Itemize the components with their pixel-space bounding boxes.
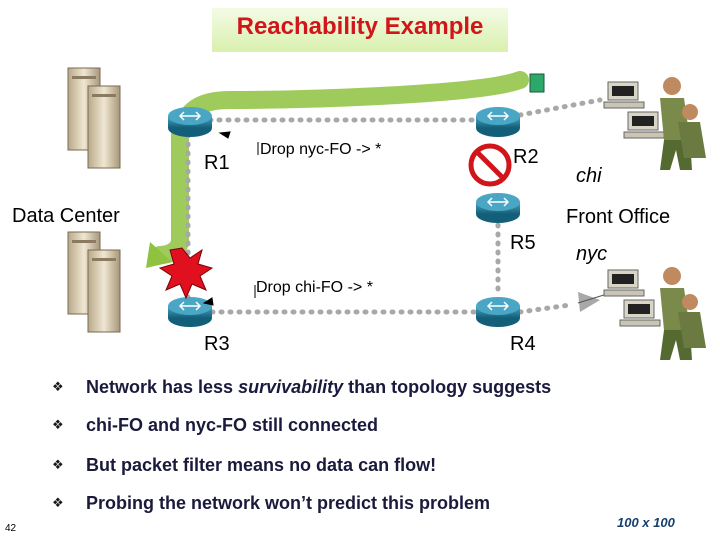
bullet-item: ❖ Probing the network won’t predict this…: [52, 488, 490, 518]
server-icon-bottom: [67, 231, 121, 333]
router-r3-icon: [168, 297, 212, 327]
link-r2-fo: [517, 97, 603, 118]
bullet-text: But packet filter means no data can flow…: [86, 454, 437, 475]
bullet-mark-icon: ❖: [52, 495, 64, 510]
server-icon-top: [67, 67, 121, 169]
green-arrowhead: [146, 242, 172, 268]
title-banner: [212, 8, 508, 52]
link-r4-fo: [517, 302, 573, 315]
slide-title: Reachability Example: [236, 13, 484, 40]
router-r1-icon: [168, 107, 212, 137]
filter-label-r3: Drop chi-FO -> *: [256, 279, 373, 296]
front-office-label: Front Office: [566, 206, 671, 228]
filter-label-r1: Drop nyc-FO -> *: [260, 141, 382, 158]
data-center-label: Data Center: [12, 205, 120, 227]
bullet-text: Network has less survivability than topo…: [86, 376, 552, 397]
bullet-item: ❖ But packet filter means no data can fl…: [52, 450, 436, 480]
grey-arrowhead: [578, 292, 600, 312]
page-number: 42: [5, 523, 17, 534]
explosion-icon: [158, 247, 214, 300]
bullet-mark-icon: ❖: [52, 417, 64, 432]
bullet-mark-icon: ❖: [52, 379, 64, 394]
router-label-r4: R4: [510, 333, 536, 355]
router-label-r2: R2: [513, 146, 539, 168]
workstation-icon-chi-1: [603, 81, 645, 109]
chi-label: chi: [576, 165, 602, 187]
workstation-icon-nyc-2: [619, 299, 661, 327]
router-r4-icon: [476, 297, 520, 327]
green-path: [151, 71, 529, 264]
nyc-label: nyc: [576, 243, 608, 265]
bullet-item: ❖ Network has less survivability than to…: [52, 372, 551, 402]
workstation-icon-nyc-1: [603, 269, 645, 297]
router-r2-icon: [476, 107, 520, 137]
bullet-text: chi-FO and nyc-FO still connected: [86, 414, 379, 435]
gateway-icon: [529, 73, 545, 93]
bullet-text: Probing the network won’t predict this p…: [86, 492, 491, 513]
bullet-mark-icon: ❖: [52, 457, 64, 472]
router-label-r5: R5: [510, 232, 536, 254]
logo: 100 x 100: [617, 515, 675, 530]
workstation-icon-chi-2: [623, 111, 665, 139]
router-r5-icon: [476, 193, 520, 223]
bullet-item: ❖ chi-FO and nyc-FO still connected: [52, 410, 378, 440]
router-label-r3: R3: [204, 333, 230, 355]
router-label-r1: R1: [204, 152, 230, 174]
person-icon-nyc: [660, 267, 706, 360]
prohibited-icon: [468, 143, 512, 187]
person-icon-chi: [660, 77, 706, 170]
